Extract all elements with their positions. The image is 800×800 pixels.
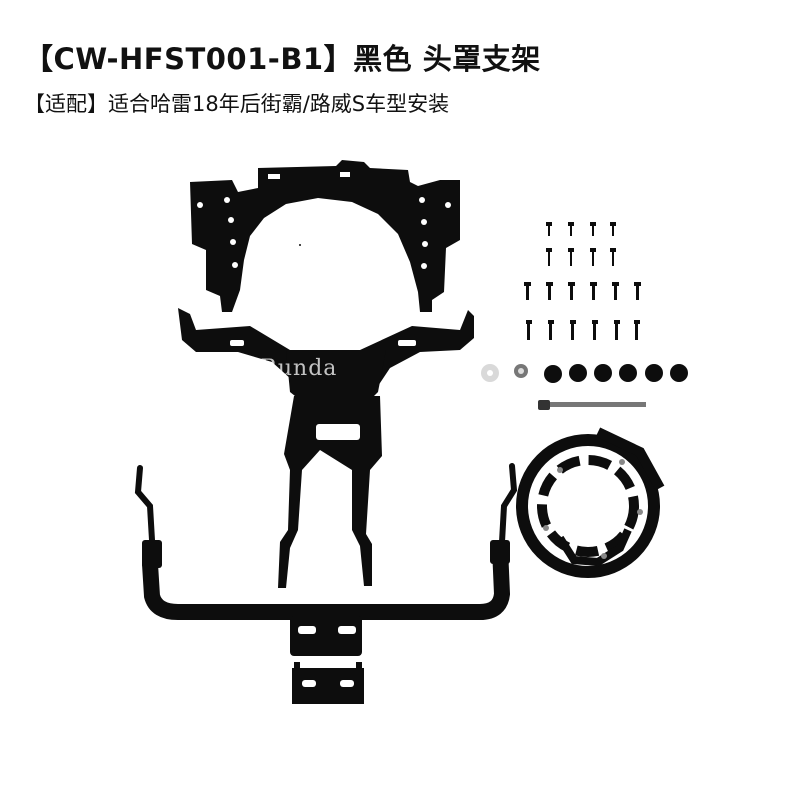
washer-nut-caps (481, 364, 688, 383)
upper-mount-plate (190, 160, 460, 312)
vertical-stem (278, 396, 382, 588)
small-plate (292, 662, 364, 704)
product-subtitle: 【适配】适合哈雷18年后街霸/路威S车型安装 (24, 92, 450, 116)
bolt-set (524, 222, 641, 340)
long-bolt (538, 400, 646, 410)
product-title: 【CW-HFST001-B1】黑色 头罩支架 (24, 42, 541, 76)
middle-wing-bracket (178, 308, 474, 400)
watermark: ZiRunda (236, 356, 338, 381)
headlight-ring (516, 427, 665, 578)
lower-crossbar (134, 463, 518, 620)
